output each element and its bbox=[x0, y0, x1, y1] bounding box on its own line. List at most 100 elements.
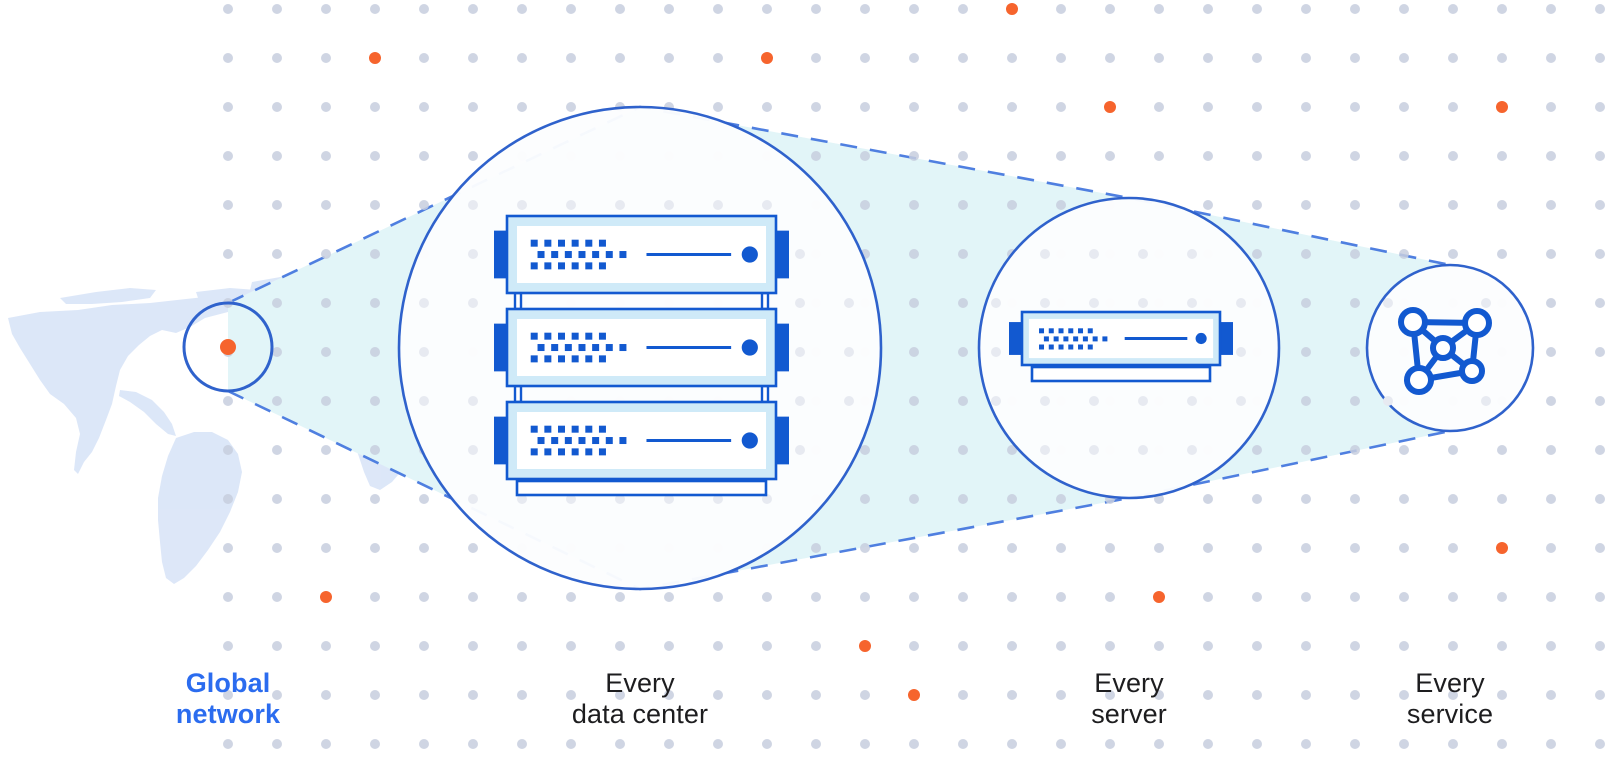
grid-dot bbox=[1252, 249, 1262, 259]
grid-dot bbox=[1154, 690, 1164, 700]
grid-dot bbox=[1350, 690, 1360, 700]
grid-dot bbox=[370, 298, 380, 308]
grid-dot bbox=[1350, 53, 1360, 63]
grid-dot bbox=[958, 53, 968, 63]
led bbox=[564, 344, 572, 352]
grid-dot bbox=[1595, 200, 1605, 210]
grid-dot bbox=[958, 543, 968, 553]
grid-dot bbox=[370, 200, 380, 210]
grid-dot bbox=[1007, 494, 1017, 504]
grid-dot bbox=[1546, 200, 1556, 210]
rack-unit-1-status-dot bbox=[741, 246, 758, 263]
grid-dot bbox=[860, 690, 870, 700]
grid-dot bbox=[419, 53, 429, 63]
grid-dot bbox=[1203, 4, 1213, 14]
grid-dot bbox=[223, 690, 233, 700]
grid-dot bbox=[1154, 739, 1164, 749]
grid-dot bbox=[811, 543, 821, 553]
led bbox=[1048, 344, 1054, 350]
grid-dot bbox=[615, 592, 625, 602]
grid-dot bbox=[958, 4, 968, 14]
data-center-stage[interactable] bbox=[397, 105, 883, 591]
led bbox=[585, 262, 593, 270]
grid-dot bbox=[1399, 151, 1409, 161]
grid-dot bbox=[958, 641, 968, 651]
grid-dot bbox=[1056, 151, 1066, 161]
grid-dot bbox=[1546, 641, 1556, 651]
grid-dot bbox=[909, 102, 919, 112]
grid-dot bbox=[419, 641, 429, 651]
grid-dot bbox=[1497, 53, 1507, 63]
grid-dot bbox=[909, 347, 919, 357]
grid-dot bbox=[272, 445, 282, 455]
led bbox=[558, 239, 566, 247]
led bbox=[544, 239, 552, 247]
grid-dot bbox=[370, 396, 380, 406]
single-server-unit-tab-right bbox=[1218, 322, 1233, 355]
server-stage[interactable] bbox=[977, 196, 1281, 500]
grid-dot bbox=[321, 347, 331, 357]
grid-dot bbox=[517, 690, 527, 700]
grid-dot bbox=[517, 4, 527, 14]
grid-dot bbox=[1252, 151, 1262, 161]
grid-dot bbox=[321, 200, 331, 210]
led bbox=[1078, 328, 1084, 334]
grid-dot-highlight bbox=[1496, 542, 1508, 554]
led bbox=[578, 437, 586, 445]
grid-dot bbox=[958, 347, 968, 357]
cone-lower-guide bbox=[227, 389, 1451, 591]
grid-dot-highlight bbox=[369, 52, 381, 64]
grid-dot bbox=[1350, 298, 1360, 308]
grid-dot bbox=[811, 592, 821, 602]
grid-dot bbox=[1399, 739, 1409, 749]
grid-dot bbox=[1448, 151, 1458, 161]
led bbox=[564, 437, 572, 445]
grid-dot bbox=[713, 739, 723, 749]
grid-dot bbox=[1448, 592, 1458, 602]
grid-dot bbox=[272, 641, 282, 651]
cone-dashed-guides bbox=[227, 105, 1451, 591]
grid-dot bbox=[1252, 641, 1262, 651]
grid-dot bbox=[1399, 102, 1409, 112]
grid-dot bbox=[909, 543, 919, 553]
grid-dot bbox=[1448, 102, 1458, 112]
grid-dot bbox=[958, 739, 968, 749]
rack-unit-3-base bbox=[515, 479, 768, 497]
grid-dot bbox=[1154, 102, 1164, 112]
led bbox=[551, 251, 559, 259]
led bbox=[544, 448, 552, 456]
grid-dot bbox=[811, 53, 821, 63]
grid-dot bbox=[223, 53, 233, 63]
grid-dot bbox=[517, 641, 527, 651]
grid-dot bbox=[1350, 151, 1360, 161]
grid-dot bbox=[370, 543, 380, 553]
grid-dot bbox=[1301, 690, 1311, 700]
led bbox=[530, 262, 538, 270]
grid-dot bbox=[958, 200, 968, 210]
rack-unit-1-tab-left bbox=[494, 230, 509, 279]
grid-dot bbox=[566, 592, 576, 602]
grid-dot bbox=[1203, 151, 1213, 161]
grid-dot bbox=[1105, 592, 1115, 602]
service-stage[interactable] bbox=[1365, 263, 1535, 433]
grid-dot bbox=[615, 4, 625, 14]
grid-dot bbox=[860, 200, 870, 210]
grid-dot bbox=[1546, 102, 1556, 112]
grid-dot bbox=[1399, 4, 1409, 14]
grid-dot bbox=[272, 690, 282, 700]
led bbox=[578, 251, 586, 259]
rack-rail-left bbox=[513, 384, 523, 404]
rack-unit-2-status-dot bbox=[741, 339, 758, 356]
grid-dot bbox=[664, 641, 674, 651]
grid-dot bbox=[517, 592, 527, 602]
global-network-stage[interactable] bbox=[182, 301, 274, 393]
grid-dot bbox=[664, 4, 674, 14]
grid-dot bbox=[1497, 4, 1507, 14]
led bbox=[605, 344, 613, 352]
led bbox=[530, 448, 538, 456]
grid-dot bbox=[370, 641, 380, 651]
led bbox=[1082, 336, 1088, 342]
single-server-unit-base bbox=[1030, 365, 1212, 383]
led bbox=[1053, 336, 1059, 342]
grid-dot bbox=[1105, 543, 1115, 553]
